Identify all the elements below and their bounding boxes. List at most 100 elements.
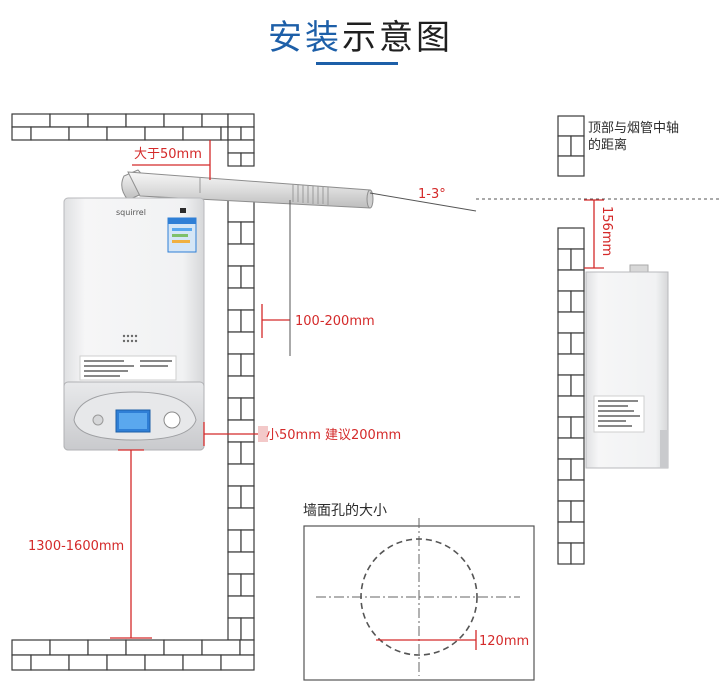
brick: [227, 551, 255, 575]
brick: [144, 126, 184, 141]
mount-height-label: 1300-1600mm: [28, 539, 124, 554]
brick: [240, 441, 255, 465]
brick: [227, 485, 242, 509]
brick: [240, 309, 255, 333]
brick: [227, 243, 255, 267]
brick: [570, 500, 585, 523]
page-title: 安装示意图: [0, 10, 721, 59]
brick: [240, 152, 255, 167]
brick: [570, 458, 585, 481]
brick: [557, 542, 572, 565]
brick: [125, 113, 165, 128]
brick: [30, 126, 70, 141]
flue-pipe: [121, 169, 374, 209]
brick: [87, 639, 127, 656]
brick: [144, 654, 184, 671]
brick: [182, 654, 222, 671]
dim-gap-above: [132, 140, 211, 180]
top-flue-label-line2: 的距离: [588, 137, 627, 153]
brick: [49, 113, 89, 128]
brick: [227, 331, 255, 355]
wall-hole-circle: [360, 538, 478, 656]
hole-radius-label: 120mm: [479, 634, 529, 649]
brick: [201, 639, 241, 656]
brick: [227, 507, 255, 531]
brick: [227, 529, 242, 553]
brick: [227, 221, 242, 245]
wall-hole-title: 墙面孔的大小: [303, 503, 387, 519]
right-wall: [557, 227, 585, 565]
brick: [227, 139, 255, 154]
label-highlight: [258, 426, 268, 442]
brick: [570, 374, 585, 397]
brick: [227, 309, 242, 333]
brick: [227, 113, 255, 128]
brick: [570, 332, 585, 355]
pressure-gauge-icon: [163, 411, 181, 429]
brick: [227, 419, 255, 443]
brick: [557, 311, 585, 334]
brick: [227, 573, 242, 597]
brick: [11, 639, 51, 656]
brick: [11, 113, 51, 128]
brick: [240, 397, 255, 421]
brick: [220, 126, 229, 141]
brick: [227, 397, 242, 421]
brick: [240, 617, 255, 641]
brick: [125, 639, 165, 656]
brick: [227, 441, 242, 465]
brick: [570, 248, 585, 271]
bottom-clearance-label: 小50mm 建议200mm: [266, 428, 401, 443]
brick: [557, 521, 585, 544]
brick: [87, 113, 127, 128]
brick: [557, 290, 572, 313]
brick: [557, 500, 572, 523]
brick: [240, 485, 255, 509]
title-rest: 示意图: [342, 18, 453, 58]
brick: [68, 654, 108, 671]
boiler-front: squirrel: [63, 197, 205, 451]
brick: [240, 265, 255, 289]
dim-top-flue: [584, 199, 604, 269]
brick: [227, 463, 255, 487]
dim-mount-height: [110, 449, 152, 639]
brick: [557, 227, 585, 250]
boiler-side: [585, 264, 669, 469]
gap-above-label: 大于50mm: [134, 147, 202, 162]
right-wall-top: [557, 115, 585, 177]
brick: [557, 155, 585, 177]
brick: [557, 395, 585, 418]
brick: [227, 617, 242, 641]
brick: [227, 375, 255, 399]
brick: [227, 265, 242, 289]
brick: [227, 287, 255, 311]
brick: [68, 126, 108, 141]
brick: [570, 290, 585, 313]
brick: [240, 221, 255, 245]
brick: [163, 113, 203, 128]
brick: [106, 654, 146, 671]
dim-bottom-clearance: [203, 422, 262, 446]
brick: [227, 353, 242, 377]
brick: [557, 374, 572, 397]
brick: [106, 126, 146, 141]
boiler-brand: squirrel: [116, 208, 146, 217]
brick: [557, 269, 585, 292]
knob-icon: [92, 414, 104, 426]
title-underline: [316, 62, 398, 65]
flue-angle-label: 1-3°: [418, 187, 446, 202]
brick: [30, 654, 70, 671]
brick: [570, 542, 585, 565]
brick: [227, 199, 255, 223]
brick: [201, 113, 229, 128]
brick: [11, 126, 32, 141]
top-flue-value: 156mm: [599, 206, 614, 256]
brick: [240, 573, 255, 597]
brick: [557, 248, 572, 271]
brick: [240, 529, 255, 553]
brick: [11, 654, 32, 671]
brick: [49, 639, 89, 656]
main-wall: [227, 199, 255, 641]
